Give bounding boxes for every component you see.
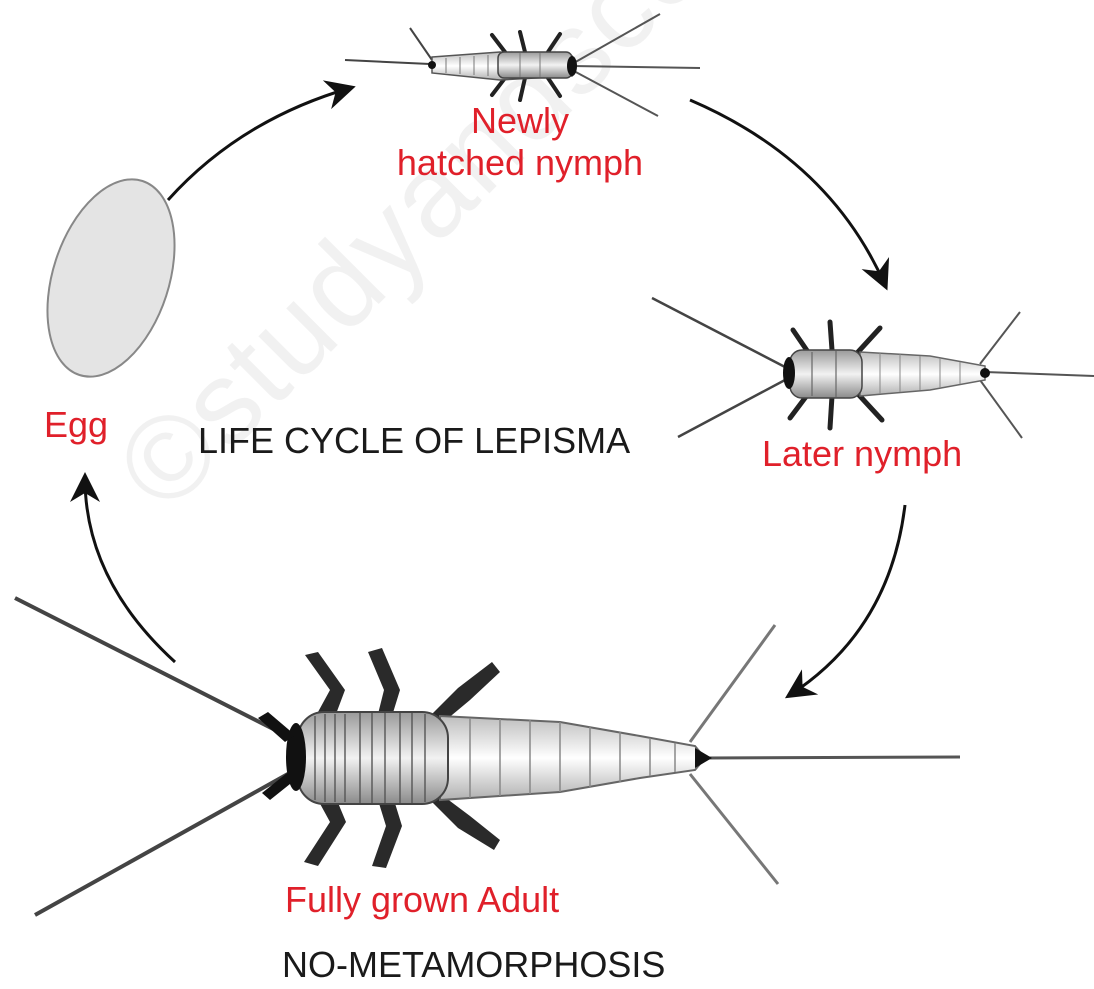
- footer-caption: NO-METAMORPHOSIS: [282, 944, 665, 986]
- arrow-egg-to-newly-hatched: [168, 88, 350, 200]
- newly-hatched-label-line2: hatched nymph: [340, 142, 700, 184]
- arrow-adult-to-egg: [85, 478, 175, 662]
- later-nymph-illustration: [652, 298, 1094, 438]
- arrow-later-nymph-to-adult: [790, 505, 905, 695]
- adult-label: Fully grown Adult: [285, 879, 559, 921]
- newly-hatched-label-line1: Newly: [340, 100, 700, 142]
- newly-hatched-nymph-label: Newly hatched nymph: [340, 100, 700, 184]
- diagram-title: LIFE CYCLE OF LEPISMA: [198, 420, 630, 462]
- later-nymph-label: Later nymph: [762, 433, 962, 475]
- egg-label: Egg: [44, 404, 108, 446]
- arrow-newly-hatched-to-later-nymph: [690, 100, 885, 285]
